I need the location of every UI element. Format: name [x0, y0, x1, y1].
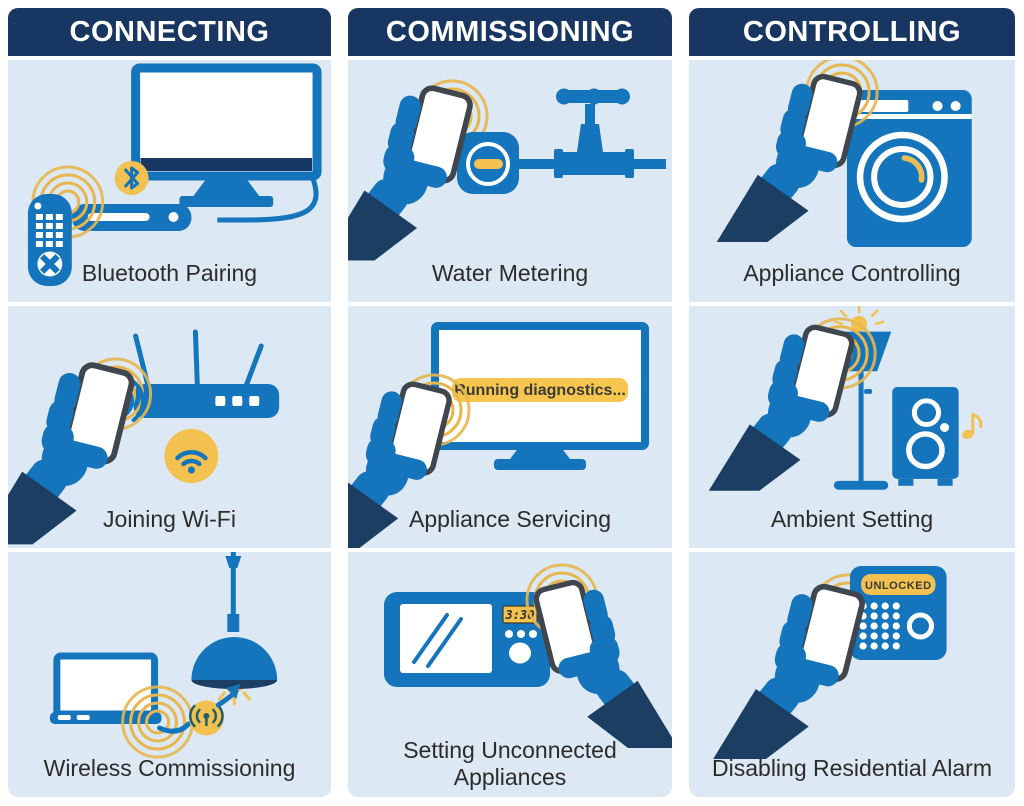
washing-machine-icon	[846, 90, 972, 247]
diagnostics-banner-text: Running diagnostics...	[454, 382, 626, 399]
appliance-controlling-illustration	[689, 60, 972, 247]
wireless-commissioning-illustration	[49, 552, 278, 759]
tv-icon	[131, 63, 322, 223]
cell-label: Wireless Commissioning	[43, 755, 296, 782]
connector-curve	[157, 721, 191, 734]
music-note-icon	[962, 413, 983, 439]
cell-bluetooth-pairing: Bluetooth Pairing	[8, 60, 331, 302]
phone-in-hand-icon	[348, 81, 472, 261]
column-controlling: CONTROLLING Appliance Controlling	[689, 8, 1015, 798]
pipe-valve-icon	[517, 88, 666, 178]
pendant-lamp-icon	[191, 552, 278, 706]
appliance-servicing-illustration: Running diagnostics...	[348, 322, 649, 548]
alarm-status-text: UNLOCKED	[865, 580, 932, 592]
cell-label: Bluetooth Pairing	[81, 260, 258, 287]
cell-label: Water Metering	[431, 260, 589, 287]
disabling-residential-alarm-illustration: UNLOCKED	[689, 566, 947, 797]
ambient-setting-illustration	[689, 306, 983, 548]
cell-label: Appliance Controlling	[743, 260, 961, 287]
phone-in-hand-icon	[717, 69, 862, 242]
cell-disabling-residential-alarm: UNLOCKED Disabling Residential Alarm	[689, 552, 1015, 797]
cell-water-metering: Water Metering	[348, 60, 672, 302]
cell-label: Ambient Setting	[770, 506, 934, 533]
joining-wifi-illustration	[8, 329, 280, 548]
bluetooth-icon	[114, 161, 149, 195]
router-icon	[133, 329, 280, 418]
cell-joining-wifi: Joining Wi-Fi	[8, 306, 331, 548]
phone-in-hand-icon	[709, 320, 854, 491]
column-header-controlling: CONTROLLING	[689, 8, 1015, 56]
cell-appliance-servicing: Running diagnostics... Appliance Servici…	[348, 306, 672, 548]
microwave-display-text: 3:30	[505, 608, 535, 622]
column-title: CONNECTING	[69, 15, 270, 48]
water-metering-illustration	[348, 60, 666, 302]
column-header-commissioning: COMMISSIONING	[348, 8, 672, 56]
cell-label: Appliance Servicing	[408, 506, 611, 533]
column-connecting: CONNECTING	[8, 8, 331, 798]
remote-control-icon	[27, 194, 72, 286]
setting-unconnected-appliances-illustration: 3:30	[384, 563, 672, 797]
cell-wireless-commissioning: Wireless Commissioning	[8, 552, 331, 797]
wifi-icon	[164, 429, 219, 483]
wireless-antenna-icon	[188, 700, 224, 736]
speaker-icon	[892, 386, 959, 486]
alarm-panel-icon: UNLOCKED	[849, 566, 947, 660]
diagnostics-banner: Running diagnostics...	[452, 378, 628, 402]
cell-label: Joining Wi-Fi	[103, 506, 236, 533]
cell-label: Setting Unconnected Appliances	[403, 736, 617, 791]
arrow-icon	[215, 684, 241, 708]
water-meter-icon	[457, 132, 519, 194]
microwave-icon: 3:30	[384, 592, 550, 687]
phone-in-hand-icon	[534, 575, 672, 748]
column-title: CONTROLLING	[742, 15, 962, 48]
cell-appliance-controlling: Appliance Controlling	[689, 60, 1015, 302]
column-header-connecting: CONNECTING	[8, 8, 331, 56]
cell-label: Disabling Residential Alarm	[712, 755, 992, 782]
column-commissioning: COMMISSIONING	[348, 8, 672, 798]
bluetooth-pairing-illustration	[27, 63, 322, 286]
cell-ambient-setting: Ambient Setting	[689, 306, 1015, 548]
phone-in-hand-icon	[713, 579, 864, 759]
column-title: COMMISSIONING	[385, 15, 635, 48]
cell-setting-unconnected-appliances: 3:30 Setting Unconnected Appliances	[348, 552, 672, 797]
